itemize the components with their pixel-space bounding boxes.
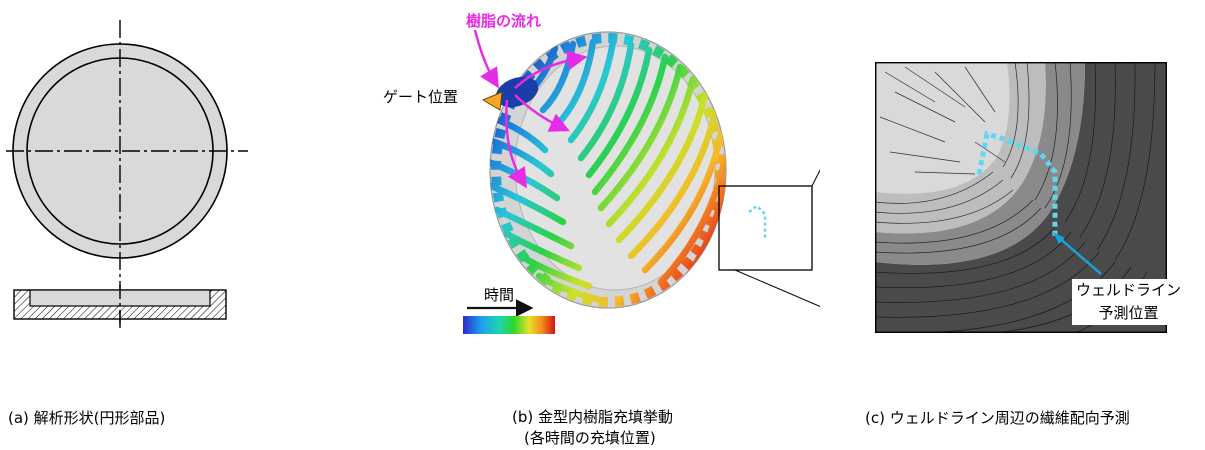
part-section-view bbox=[13, 285, 227, 328]
rim-flow-bands bbox=[491, 33, 725, 307]
weld-label-line1: ウェルドライン bbox=[1076, 281, 1182, 299]
panel-a-caption: (a) 解析形状(円形部品) bbox=[8, 409, 166, 427]
time-color-bar bbox=[463, 316, 555, 334]
zoom-connector-bottom bbox=[734, 269, 820, 307]
wall-band bbox=[875, 62, 1085, 265]
time-label: 時間 bbox=[484, 286, 515, 304]
inner-band bbox=[875, 62, 1046, 234]
zoom-connector-top bbox=[811, 169, 820, 187]
fiber-view-frame bbox=[875, 62, 1167, 333]
panel-c-caption: (c) ウェルドライン周辺の繊維配向予測 bbox=[865, 409, 1130, 427]
weld-line-marker-small bbox=[748, 204, 767, 238]
resin-flow-arrows bbox=[473, 29, 588, 189]
panel-b-caption-line2: (各時間の充填位置) bbox=[524, 429, 656, 447]
weld-callout-arrow bbox=[1056, 235, 1102, 275]
filling-simulation bbox=[463, 29, 820, 334]
circular-part-drawing bbox=[6, 20, 248, 328]
fiber-streaks bbox=[875, 62, 1156, 333]
resin-flow-label: 樹脂の流れ bbox=[466, 12, 542, 30]
weld-line-label: ウェルドライン 予測位置 bbox=[1072, 279, 1186, 325]
gate-position-label: ゲート位置 bbox=[383, 88, 459, 106]
panel-b-caption-line1: (b) 金型内樹脂充填挙動 bbox=[512, 408, 673, 426]
zoom-region-box bbox=[718, 185, 813, 271]
weld-label-line2: 予測位置 bbox=[1098, 304, 1159, 322]
gate-region bbox=[495, 76, 539, 108]
gate-marker-icon bbox=[481, 91, 503, 111]
